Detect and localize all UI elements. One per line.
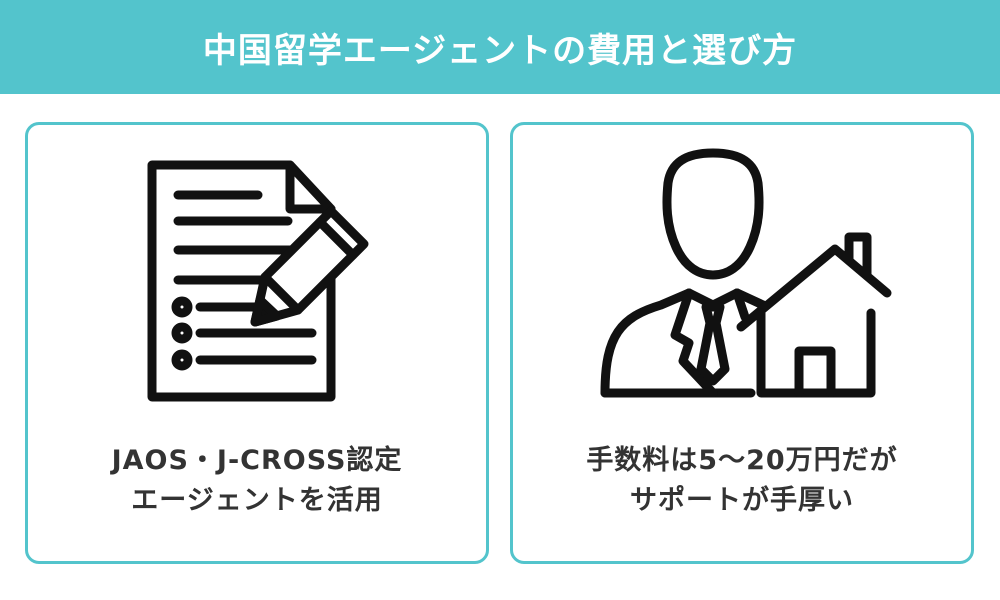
caption-line-2: エージェントを活用 (131, 485, 383, 516)
page-title: 中国留学エージェントの費用と選び方 (202, 30, 798, 71)
card-agent-fees: 手数料は5〜20万円だが サポートが手厚い (510, 122, 974, 564)
document-pencil-icon (147, 160, 369, 402)
caption-line-1: 手数料は5〜20万円だが (586, 445, 898, 476)
card-agent-certification: JAOS・J-CROSS認定 エージェントを活用 (25, 122, 489, 564)
header-banner: 中国留学エージェントの費用と選び方 (0, 0, 1000, 94)
caption-line-1: JAOS・J-CROSS認定 (111, 445, 403, 476)
card-caption: 手数料は5〜20万円だが サポートが手厚い (513, 441, 971, 521)
caption-line-2: サポートが手厚い (630, 485, 854, 516)
card-caption: JAOS・J-CROSS認定 エージェントを活用 (28, 441, 486, 521)
agent-house-icon (600, 148, 892, 398)
